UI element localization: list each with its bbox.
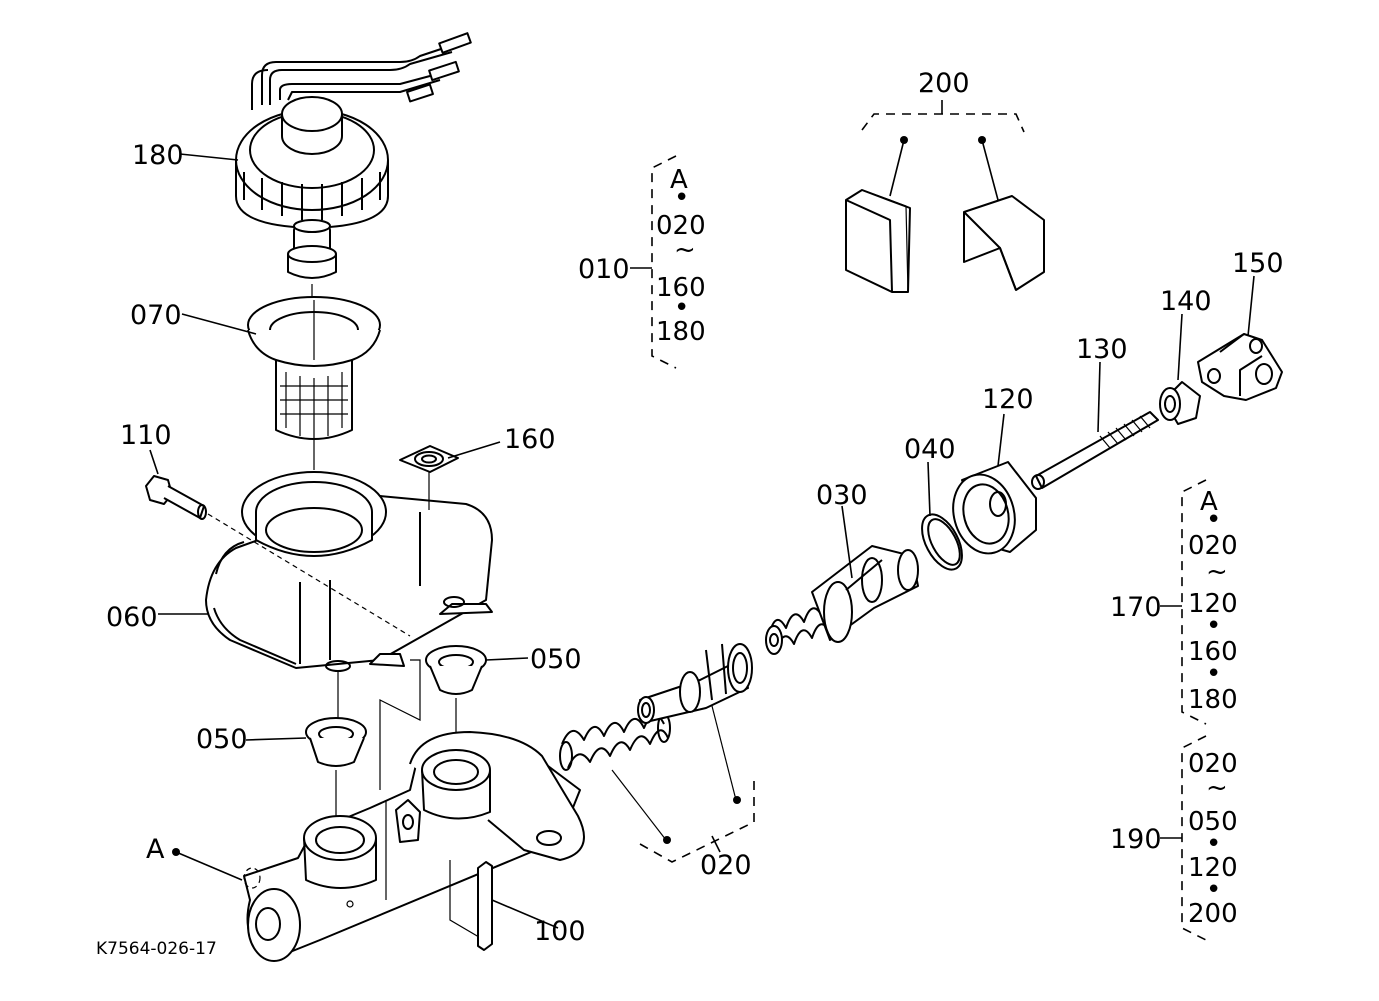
label-200: 200 [918,68,970,99]
cap-160-drawing [399,445,459,510]
label-150: 150 [1232,248,1284,279]
label-030: 030 [816,480,868,511]
reservoir-cap-drawing [235,32,472,306]
boot-120-drawing [952,461,1037,555]
part-labels: 180 070 110 160 060 050 050 100 020 030 … [96,68,1284,959]
clevis-150-drawing [1197,333,1283,401]
bolt-110-drawing [145,475,207,520]
group-170-line-7: 160 [1188,637,1238,667]
lock-nut-140-drawing [1159,381,1201,425]
group-170-line-2: • [1206,505,1221,535]
label-120: 120 [982,384,1034,415]
group-010-line-7: 180 [656,317,706,347]
label-110: 110 [120,420,172,451]
group-170: 170 A • 020 ~ 120 • 160 • 180 [1110,487,1238,715]
label-040: 040 [904,434,956,465]
label-020: 020 [700,850,752,881]
group-010-line-3: 020 [656,211,706,241]
group-190-line-4: • [1206,829,1221,859]
label-060: 060 [106,602,158,633]
group-190: 190 020 ~ 050 • 120 • 200 [1110,749,1238,929]
group-010-line-1: A [670,165,688,195]
reservoir-tank-drawing [205,471,493,672]
group-170-line-6: • [1206,611,1221,641]
group-170-line-3: 020 [1188,531,1238,561]
group-170-line-5: 120 [1188,589,1238,619]
group-010: 010 A • 020 ~ 160 • 180 [578,165,706,347]
label-160: 160 [504,424,556,455]
label-100: 100 [534,916,586,947]
group-190-line-5: 120 [1188,853,1238,883]
reference-code: K7564-026-17 [96,939,217,959]
push-rod-130-drawing [1031,411,1159,490]
label-180: 180 [132,140,184,171]
group-190-line-7: 200 [1188,899,1238,929]
kit-200-drawing [845,100,1045,293]
group-190-line-2: ~ [1206,773,1228,803]
group-010-line-4: ~ [674,235,696,265]
piston-030-drawing [765,545,919,655]
group-190-bracket [1160,735,1207,941]
group-190-line-1: 020 [1188,749,1238,779]
cylinder-body-drawing [243,659,585,962]
label-070: 070 [130,300,182,331]
group-170-line-9: 180 [1188,685,1238,715]
group-190-number: 190 [1110,824,1162,855]
group-010-number: 010 [578,254,630,285]
group-190-line-6: • [1206,875,1221,905]
group-170-line-4: ~ [1206,557,1228,587]
strainer-drawing [247,296,381,470]
label-A: A [146,834,165,865]
group-010-bracket [630,155,677,369]
group-170-number: 170 [1110,592,1162,623]
label-140: 140 [1160,286,1212,317]
group-170-line-8: • [1206,659,1221,689]
leader-lines [149,153,1255,929]
grommet-lower-drawing [305,670,367,820]
circlip-040-drawing [921,513,963,571]
label-050-lower: 050 [196,724,248,755]
group-190-line-3: 050 [1188,807,1238,837]
group-170-line-1: A [1200,487,1218,517]
group-170-bracket [1160,479,1207,725]
group-010-line-6: • [674,293,689,323]
group-010-line-5: 160 [656,273,706,303]
label-050-upper: 050 [530,644,582,675]
label-130: 130 [1076,334,1128,365]
piston-020-drawing [559,643,755,863]
group-010-line-2: • [674,183,689,213]
